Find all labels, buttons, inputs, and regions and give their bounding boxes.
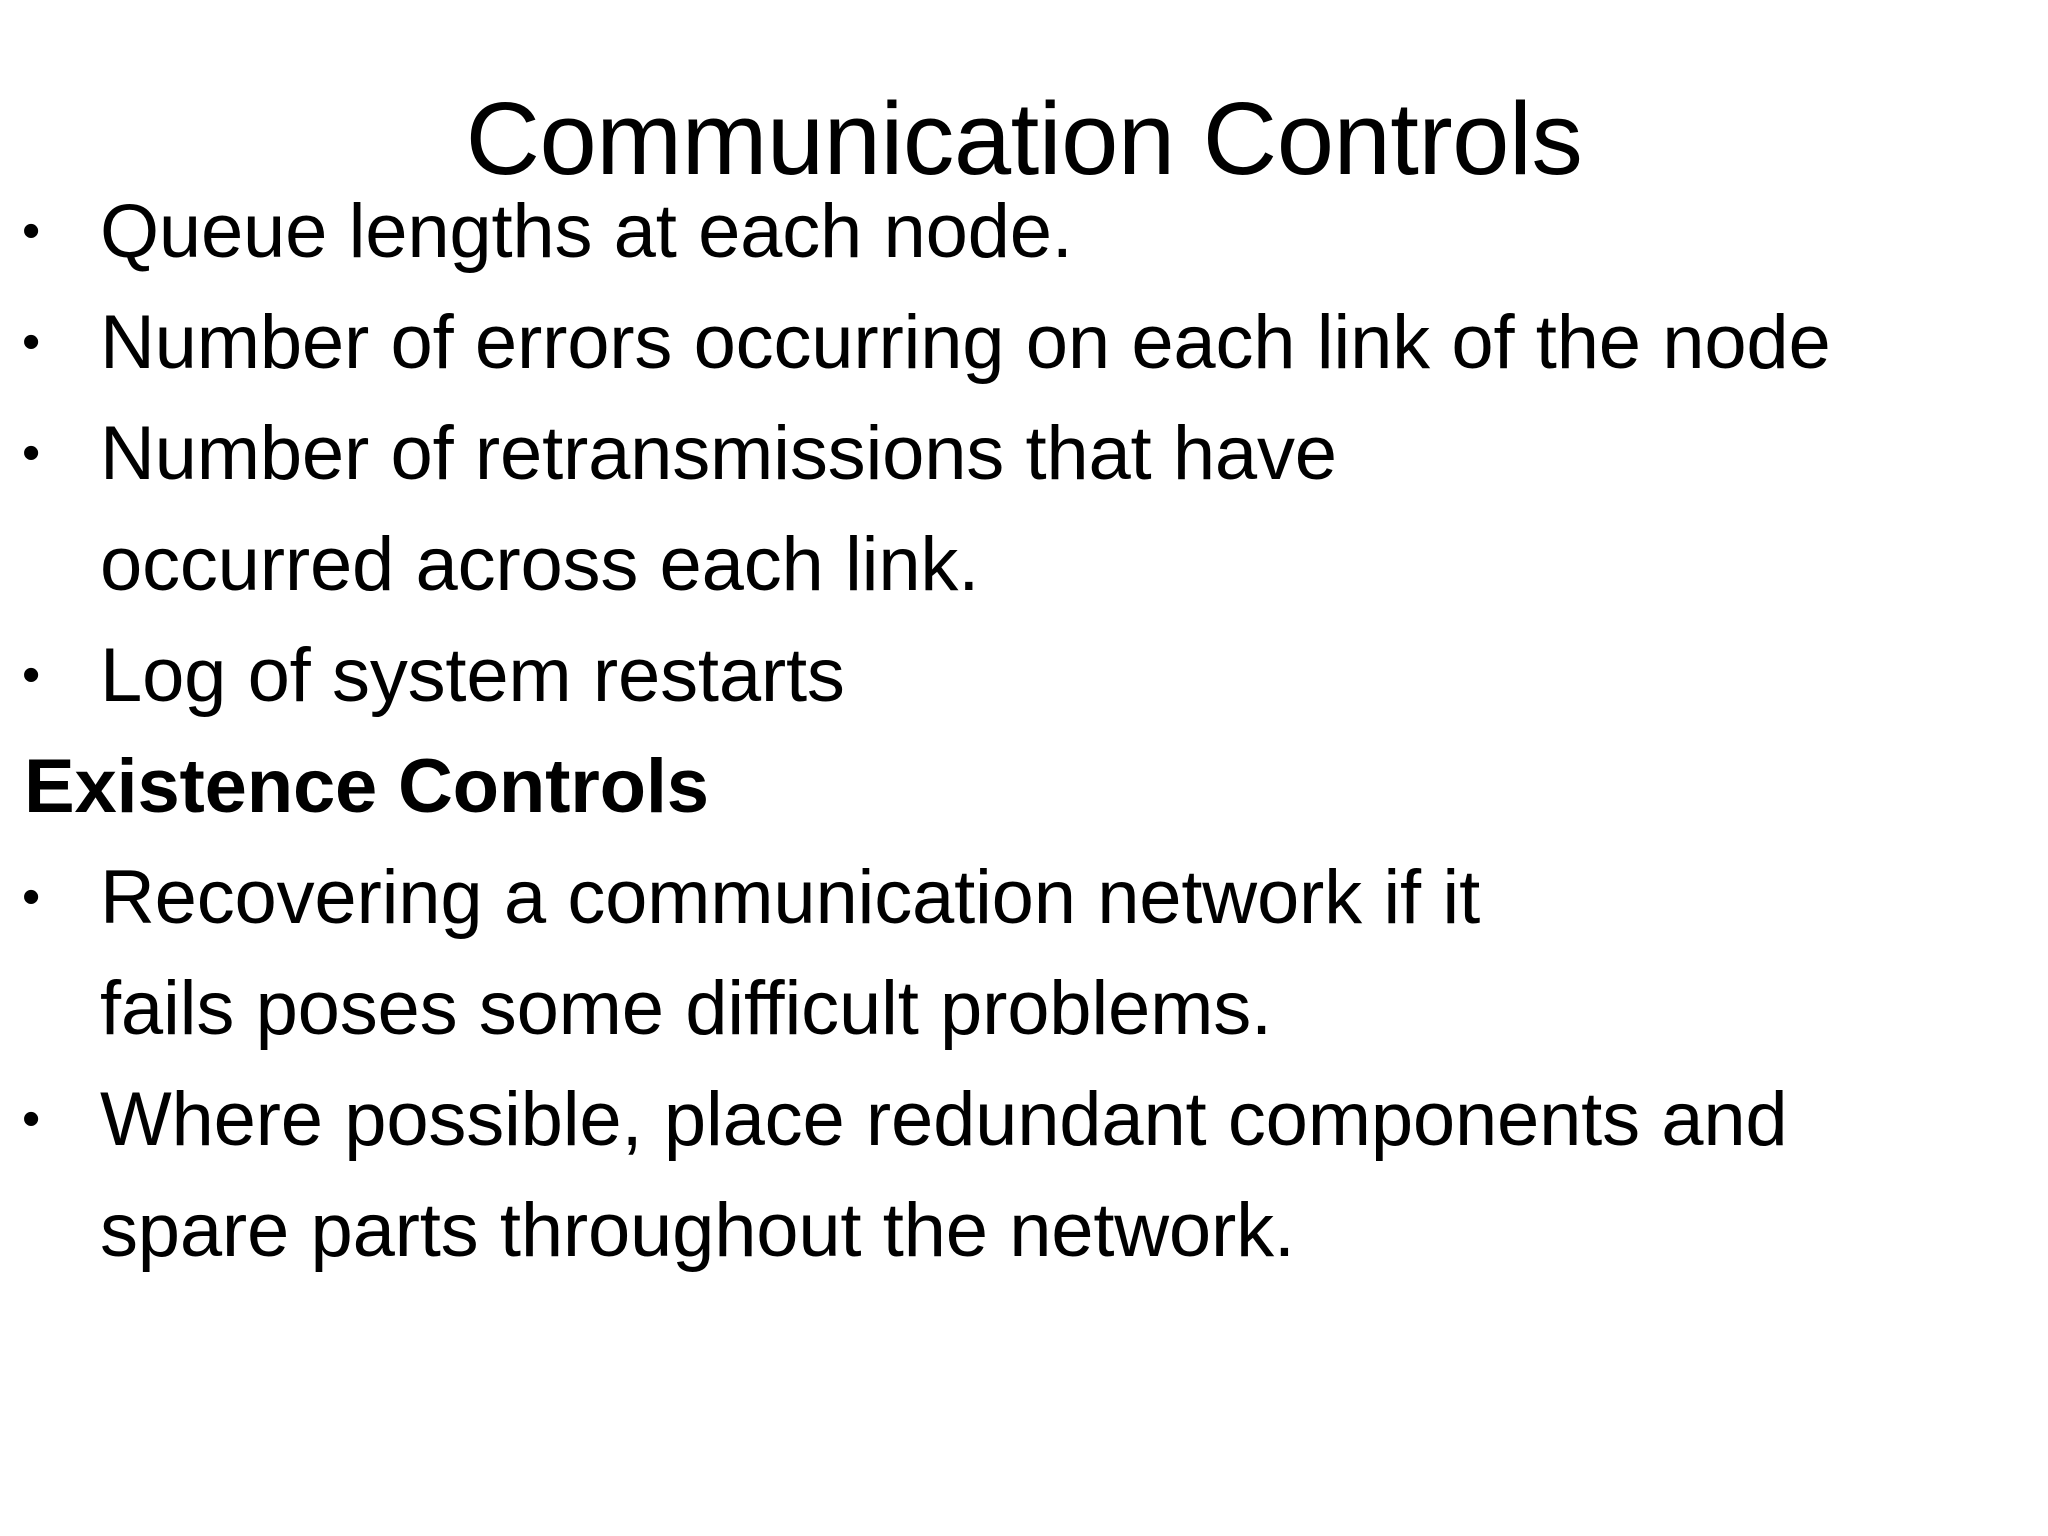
bullet-point-icon: • (22, 424, 41, 482)
list-item: • Number of retransmissions that have oc… (18, 398, 2030, 620)
slide-title: Communication Controls (465, 81, 1583, 196)
section-heading-existence-controls: Existence Controls (24, 744, 709, 829)
bullet-point-icon: • (22, 868, 41, 926)
list-item-label: Queue lengths at each node. (100, 189, 1073, 274)
list-item-label: Log of system restarts (100, 633, 845, 718)
list-item: • Number of errors occurring on each lin… (18, 287, 2030, 398)
bullet-point-icon: • (22, 1090, 41, 1148)
list-item: • Where possible, place redundant compon… (18, 1064, 2030, 1286)
list-item: • Log of system restarts (18, 620, 2030, 731)
bullet-point-icon: • (22, 646, 41, 704)
list-item-label: Number of errors occurring on each link … (100, 300, 1831, 385)
list-item: • Queue lengths at each node. (18, 176, 2030, 287)
bullet-point-icon: • (22, 202, 41, 260)
list-item-label: Recovering a communication network if it… (100, 855, 1480, 1051)
list-item: • Recovering a communication network if … (18, 842, 2030, 1064)
bullet-point-icon: • (22, 313, 41, 371)
list-item-label: Where possible, place redundant componen… (100, 1077, 1788, 1273)
list-item-label: Number of retransmissions that have occu… (100, 411, 1337, 607)
slide-body: • Queue lengths at each node. • Number o… (18, 176, 2030, 1286)
